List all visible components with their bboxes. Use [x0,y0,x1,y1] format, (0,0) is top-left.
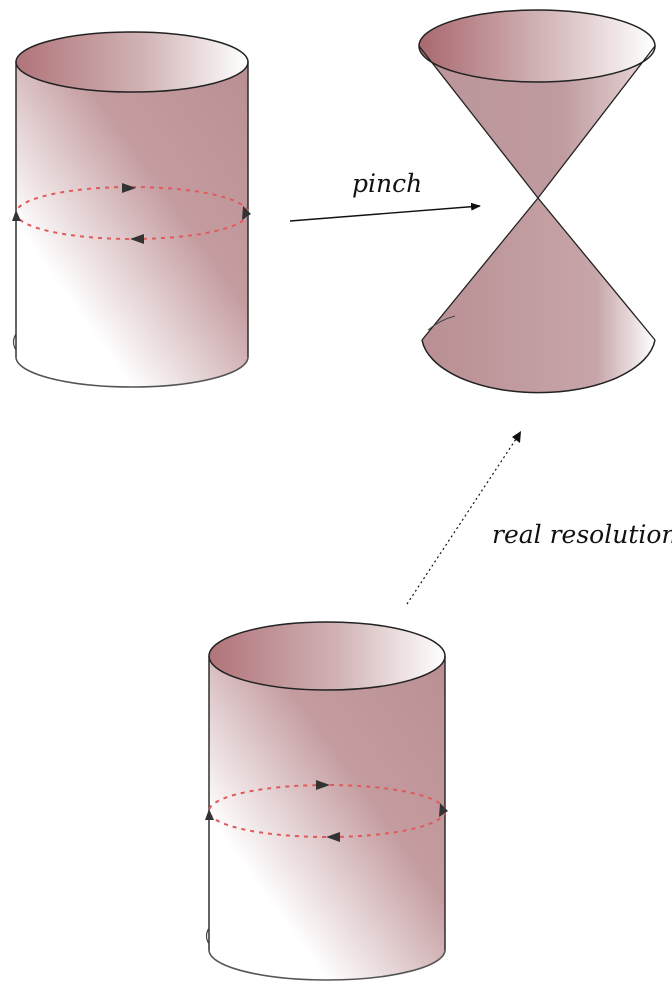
upper-cone-body [419,46,655,198]
upper-cone-right-edge [537,45,656,199]
lower-cone-body [422,198,655,393]
loop-arrow-icon [242,206,251,220]
upper-cone-left-edge [418,45,539,199]
cylinder-bottom-rim [15,356,249,388]
double-cone [418,9,656,394]
cylinder-edge-tick [12,333,17,351]
lower-cone-rim [421,339,656,394]
pinch-arrow [289,202,481,222]
cylinder-edge-tick [205,927,210,945]
upper-cone-rim [418,9,656,83]
lower-cone-left-edge [421,197,539,341]
real-resolution-arrow-group: real resolution [406,431,672,605]
loop-arrow-icon [316,780,330,790]
loop-arrow-icon [130,234,144,244]
cylinder-top-face [208,621,446,691]
loop-arrow-icon [326,832,340,842]
cylinder-top-face [15,31,249,93]
real-resolution-arrow [406,435,519,605]
pinch-label: pinch [352,169,422,198]
cylinder-bottom-rim [208,949,446,981]
loop-arrow-icon [122,183,136,193]
loop-arrow-icon [205,809,214,820]
cylinder-bottom [205,621,448,981]
loop-arrow-icon [12,210,21,221]
real-resolution-label: real resolution [492,520,672,549]
loop-arrow-icon [439,803,448,817]
lower-cone-right-edge [537,197,656,341]
pinch-arrow-group: pinch [289,169,481,222]
cylinder-body [16,62,248,387]
cone-edge-tick [427,315,456,331]
cylinder-top-left [12,31,251,388]
real-resolution-arrowhead-icon [512,431,521,443]
cylinder-body [209,656,445,980]
